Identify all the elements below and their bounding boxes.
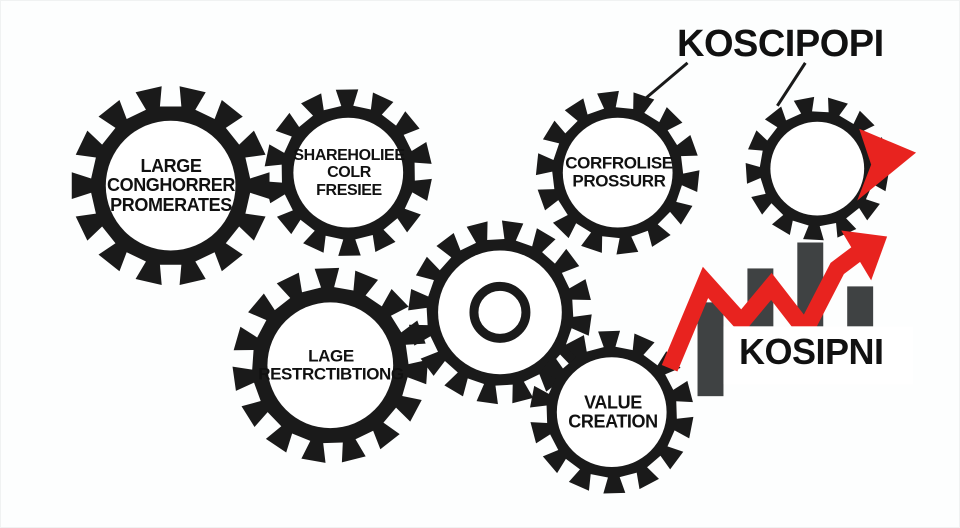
restructuring-gear-hub bbox=[267, 302, 394, 429]
outcome-gear bbox=[745, 96, 890, 241]
outcome-arrowhead bbox=[857, 128, 917, 201]
title-callout: KOSCIPOPI bbox=[677, 23, 884, 65]
shareholder-pressure-gear-hub bbox=[293, 117, 404, 228]
outcome-gear-hub bbox=[770, 121, 865, 216]
chart-trend-arrowhead bbox=[841, 230, 888, 281]
center-hub-gear bbox=[408, 220, 592, 405]
restructuring-gear bbox=[232, 267, 428, 463]
corporate-pressure-gear bbox=[535, 90, 700, 255]
center-hub-gear-hub bbox=[438, 250, 562, 375]
value-creation-gear bbox=[530, 330, 694, 494]
large-conglomerates-gear bbox=[71, 86, 270, 286]
chart-label-mask bbox=[723, 326, 914, 385]
center-hub-gear-ring bbox=[469, 281, 531, 343]
value-creation-gear-hub bbox=[556, 357, 667, 468]
growth-chart bbox=[661, 230, 914, 397]
large-conglomerates-gear-hub bbox=[105, 120, 236, 251]
leader-line-to-corporate-gear bbox=[634, 61, 689, 108]
shareholder-pressure-gear bbox=[264, 89, 432, 256]
chart-bar-1 bbox=[697, 302, 724, 397]
corporate-pressure-gear-hub bbox=[562, 117, 673, 228]
leader-line-to-outcome-gear bbox=[776, 62, 807, 107]
chart-trend-line bbox=[661, 237, 875, 372]
chart-callout: KOSIPNI bbox=[739, 331, 884, 372]
